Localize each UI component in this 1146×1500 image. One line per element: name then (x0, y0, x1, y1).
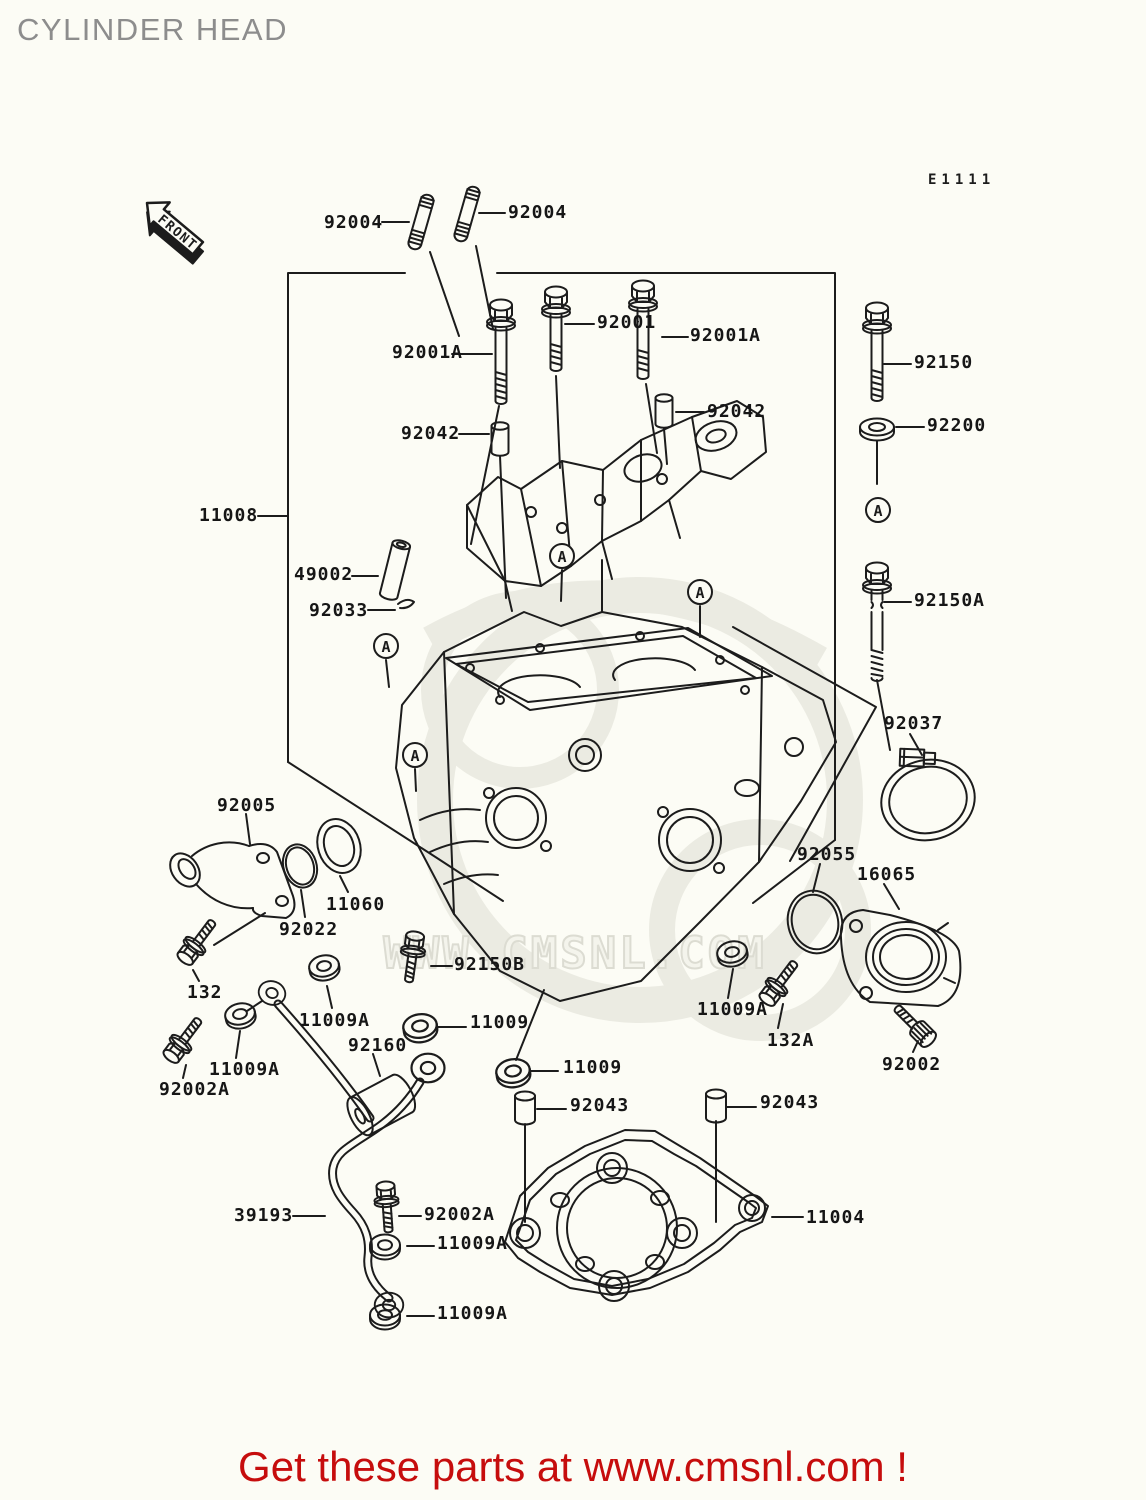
washer-11009a-c1 (369, 1233, 401, 1261)
cms-logo-watermark: WWW.CMSNL.COM (382, 577, 871, 1041)
part-label-92004: 92004 (324, 212, 384, 233)
bolt-92002a-left (157, 1011, 210, 1069)
damper-92160 (346, 1073, 417, 1137)
callout-a: A (402, 742, 428, 768)
bolt-92001a-left (486, 298, 516, 405)
washer-92200 (859, 417, 895, 442)
oring-92022 (281, 843, 319, 889)
part-label-11009: 11009 (563, 1057, 623, 1078)
page-title: CYLINDER HEAD (17, 12, 288, 47)
part-label-11009a: 11009A (299, 1010, 371, 1031)
bolt-92150 (862, 301, 892, 402)
cylinder-head-body (395, 559, 837, 1002)
washer-11009a-left (222, 999, 259, 1033)
part-label-11009a: 11009A (209, 1059, 281, 1080)
oil-pipe-39193 (254, 976, 446, 1319)
part-label-92043: 92043 (570, 1095, 630, 1116)
cam-holder-assembly (466, 400, 767, 612)
diagram-code: E1111 (928, 172, 996, 188)
part-label-92150: 92150 (914, 352, 974, 373)
callout-a: A (549, 543, 575, 569)
leader-lines (182, 212, 925, 1317)
head-gasket-11004 (504, 1129, 769, 1302)
part-label-92037: 92037 (884, 713, 944, 734)
seal-11060 (316, 818, 362, 874)
bolt-92002a-center (372, 1179, 402, 1235)
part-label-92001: 92001 (597, 312, 657, 333)
part-label-92055: 92055 (797, 844, 857, 865)
part-label-11009: 11009 (470, 1012, 530, 1033)
carb-holder-16065 (839, 909, 962, 1007)
callout-a: A (373, 633, 399, 659)
washer-11009a-mid (306, 952, 343, 984)
washer-11009-b (493, 1055, 534, 1091)
clip-92033 (397, 598, 415, 610)
part-label-11008: 11008 (199, 505, 259, 526)
part-label-11060: 11060 (326, 894, 386, 915)
callout-a: A (865, 497, 891, 523)
water-elbow-92005 (169, 841, 296, 919)
part-label-11004: 11004 (806, 1207, 866, 1228)
part-label-132: 132 (187, 982, 223, 1003)
hose-clamp-92037 (880, 747, 976, 842)
part-label-132a: 132A (767, 1030, 815, 1051)
dowel-92042-right (654, 393, 674, 429)
part-label-92001a: 92001A (392, 342, 464, 363)
footer-promo-link[interactable]: Get these parts at www.cmsnl.com ! (238, 1443, 908, 1490)
part-label-92001a: 92001A (690, 325, 762, 346)
part-label-92200: 92200 (927, 415, 987, 436)
part-label-92150a: 92150A (914, 590, 986, 611)
part-label-92004: 92004 (508, 202, 568, 223)
tube-49002 (378, 539, 412, 601)
bolt-92002 (893, 1004, 937, 1048)
washer-11009-a (400, 1010, 441, 1046)
pin-92043-left (514, 1090, 536, 1126)
part-label-11009a: 11009A (437, 1303, 509, 1324)
part-label-92002a: 92002A (159, 1079, 231, 1100)
bolt-92001a-right (628, 279, 658, 380)
oring-92055 (786, 889, 844, 955)
part-label-92150b: 92150B (454, 954, 526, 975)
callout-a: A (687, 579, 713, 605)
bolt-92150a (862, 561, 892, 682)
part-label-92043: 92043 (760, 1092, 820, 1113)
part-label-92022: 92022 (279, 919, 339, 940)
part-label-16065: 16065 (857, 864, 917, 885)
stud-92004-right (452, 184, 482, 244)
pin-92043-right (705, 1088, 727, 1124)
stud-92004-left (406, 192, 436, 252)
watermark-text: WWW.CMSNL.COM (383, 928, 766, 979)
part-label-92033: 92033 (309, 600, 369, 621)
front-arrow: FRONT (145, 201, 205, 265)
part-label-92042: 92042 (401, 423, 461, 444)
part-label-39193: 39193 (234, 1205, 294, 1226)
bolt-92001 (541, 285, 571, 372)
part-label-92005: 92005 (217, 795, 277, 816)
assembly-box (287, 272, 877, 904)
part-label-11009a: 11009A (437, 1233, 509, 1254)
part-label-92002: 92002 (882, 1054, 942, 1075)
part-label-11009a: 11009A (697, 999, 769, 1020)
part-label-49002: 49002 (294, 564, 354, 585)
part-label-92002a: 92002A (424, 1204, 496, 1225)
part-label-92042: 92042 (707, 401, 767, 422)
bolt-132 (171, 913, 224, 971)
part-label-92160: 92160 (348, 1035, 408, 1056)
